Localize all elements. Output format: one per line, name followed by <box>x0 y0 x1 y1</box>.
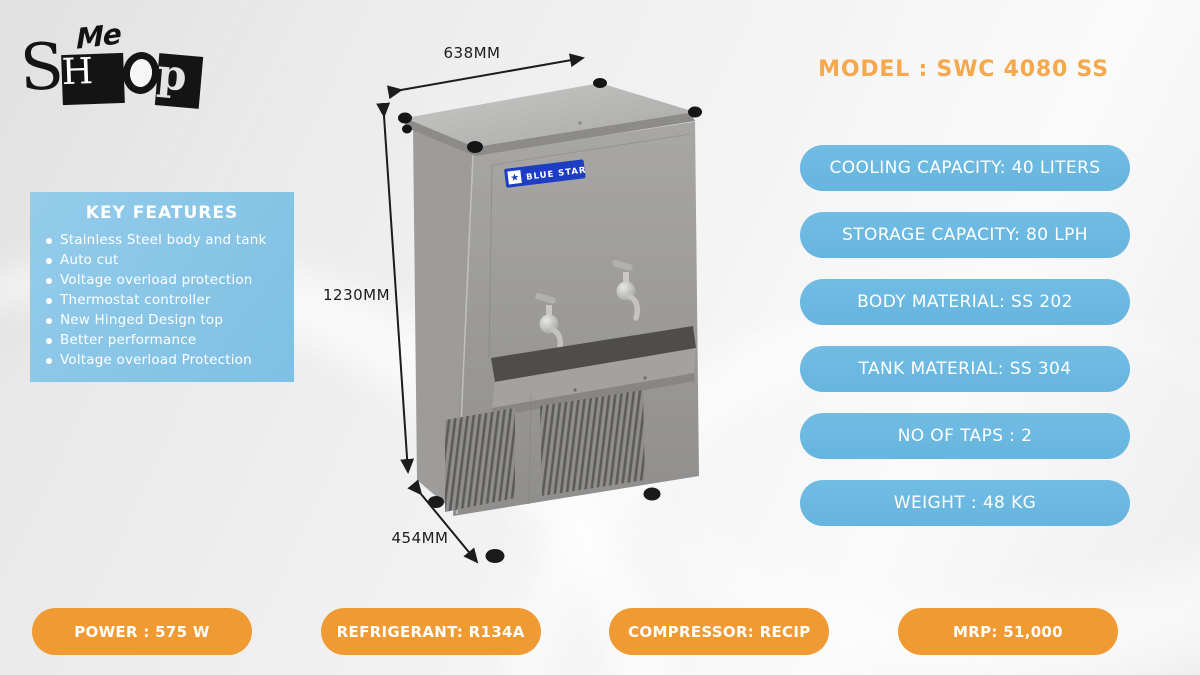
brand-badge: ★ BLUE STAR <box>504 159 587 188</box>
spec-list: COOLING CAPACITY: 40 LITERS STORAGE CAPA… <box>800 145 1130 547</box>
feature-item: New Hinged Design top <box>44 310 280 330</box>
pill-refrigerant: REFRIGERANT: R134A <box>320 608 541 655</box>
pill-compressor: COMPRESSOR: RECIP <box>609 608 830 655</box>
key-features-box: KEY FEATURES Stainless Steel body and ta… <box>30 192 294 382</box>
bottom-spec-row: POWER : 575 W REFRIGERANT: R134A COMPRES… <box>32 608 1118 655</box>
meshop-logo: S H p Me <box>18 14 210 118</box>
spec-pill-weight: WEIGHT : 48 KG <box>800 480 1130 526</box>
spec-pill-tank-material: TANK MATERIAL: SS 304 <box>800 346 1130 392</box>
width-dimension-arrow <box>386 53 585 100</box>
logo-letter-p: p <box>155 49 189 101</box>
height-dimension-label: 1230MM <box>323 286 391 304</box>
key-features-list: Stainless Steel body and tank Auto cut V… <box>44 230 280 370</box>
vent-grille-right <box>540 390 645 496</box>
vent-grille-left <box>445 408 515 512</box>
spec-pill-body-material: BODY MATERIAL: SS 202 <box>800 279 1130 325</box>
key-features-title: KEY FEATURES <box>85 203 239 223</box>
width-dimension-label: 638MM <box>443 44 501 62</box>
logo-letter-h: H <box>61 51 94 94</box>
foot <box>485 549 505 563</box>
height-dimension-arrow <box>376 102 415 474</box>
logo-letters-me: Me <box>75 17 121 56</box>
water-cooler-illustration: ★ BLUE STAR <box>376 53 702 564</box>
foot <box>643 487 661 501</box>
logo-letter-p-tile: p <box>154 49 204 109</box>
pill-mrp: MRP: 51,000 <box>897 608 1118 655</box>
spec-pill-no-of-taps: NO OF TAPS : 2 <box>800 413 1130 459</box>
feature-item: Stainless Steel body and tank <box>44 230 280 250</box>
feature-item: Voltage overload protection <box>44 270 280 290</box>
product-image: ★ BLUE STAR 638MM 1 <box>323 28 725 576</box>
drip-tray <box>491 326 696 382</box>
feature-item: Voltage overload Protection <box>44 350 280 370</box>
logo-letter-s: S <box>18 30 66 106</box>
cooler-side-face <box>413 128 473 514</box>
model-title: MODEL : SWC 4080 SS <box>818 57 1109 82</box>
depth-dimension-label: 454MM <box>391 529 449 547</box>
cooler-lid <box>405 83 695 147</box>
spec-pill-storage-capacity: STORAGE CAPACITY: 80 LPH <box>800 212 1130 258</box>
depth-dimension-arrow <box>407 479 479 564</box>
feature-item: Better performance <box>44 330 280 350</box>
star-icon: ★ <box>510 172 520 184</box>
feature-item: Auto cut <box>44 250 280 270</box>
spec-pill-cooling-capacity: COOLING CAPACITY: 40 LITERS <box>800 145 1130 191</box>
pill-power: POWER : 575 W <box>32 608 252 655</box>
logo-letter-h-tile: H <box>61 51 125 106</box>
feature-item: Thermostat controller <box>44 290 280 310</box>
